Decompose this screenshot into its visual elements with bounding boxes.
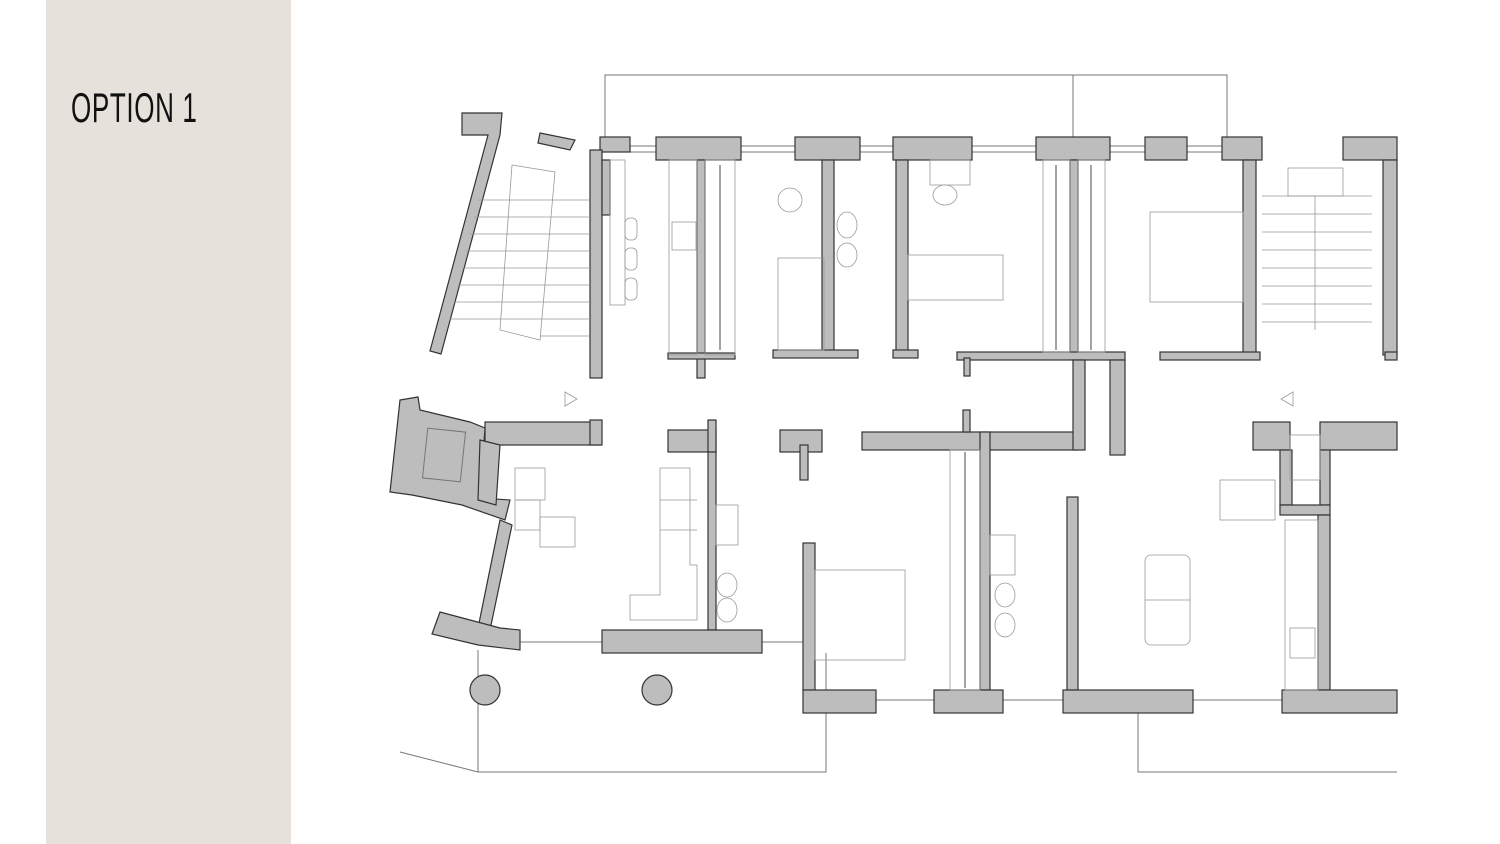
option-title: OPTION 1 <box>71 84 198 131</box>
furniture <box>450 159 1372 691</box>
side-panel <box>46 0 291 844</box>
walls <box>389 112 1398 714</box>
